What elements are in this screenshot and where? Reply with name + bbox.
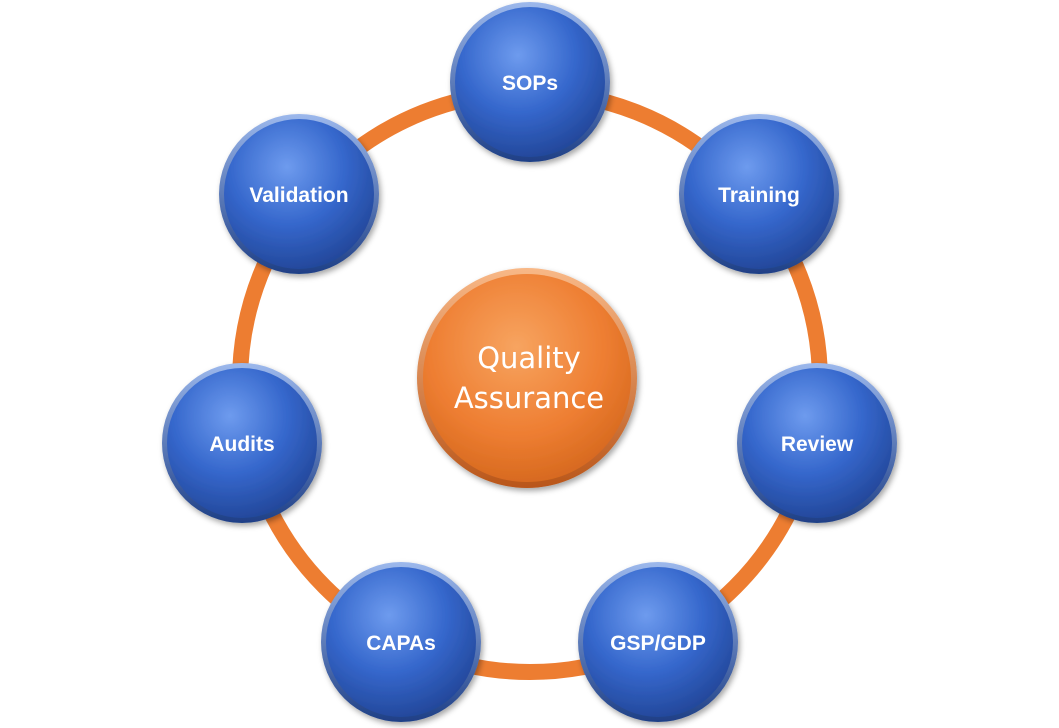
node-training-circle <box>684 119 834 269</box>
node-audits-label: Audits <box>209 433 274 456</box>
node-gsp-gdp-label: GSP/GDP <box>610 632 706 655</box>
center-label-line2: Assurance <box>454 381 604 415</box>
node-capas <box>321 562 481 722</box>
node-sops-circle <box>455 7 605 157</box>
node-training-label: Training <box>718 184 800 207</box>
node-review <box>737 363 897 523</box>
node-validation-circle <box>224 119 374 269</box>
node-sops <box>450 2 610 162</box>
node-audits-circle <box>167 368 317 518</box>
node-gsp-gdp <box>578 562 738 722</box>
node-review-circle <box>742 368 892 518</box>
node-sops-label: SOPs <box>502 72 558 95</box>
node-capas-circle <box>326 567 476 717</box>
center-circle-fill <box>423 274 631 482</box>
node-validation <box>219 114 379 274</box>
node-gsp-gdp-circle <box>583 567 733 717</box>
node-audits <box>162 363 322 523</box>
node-capas-label: CAPAs <box>366 632 436 655</box>
center-label-line1: Quality <box>477 341 581 375</box>
node-review-label: Review <box>781 433 854 456</box>
center-node <box>417 268 637 488</box>
node-training <box>679 114 839 274</box>
node-validation-label: Validation <box>249 184 348 207</box>
